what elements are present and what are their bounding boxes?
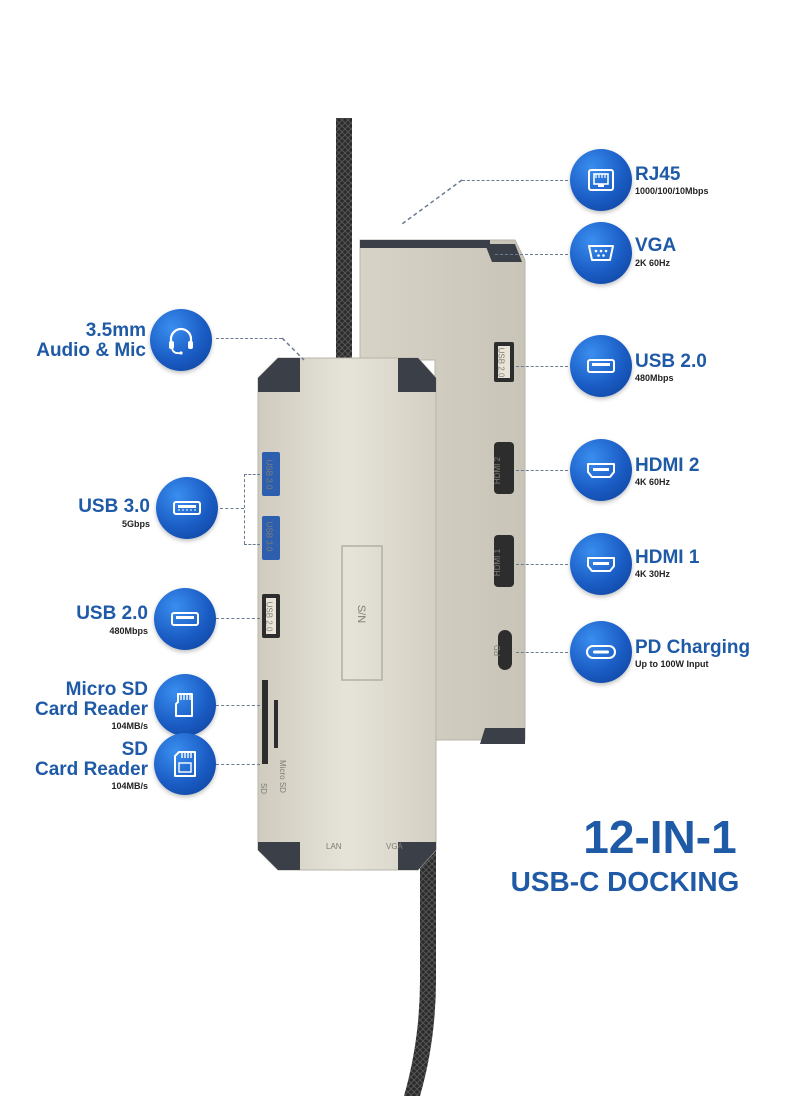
headline-line1: 12-IN-1 bbox=[583, 811, 737, 863]
marking-hdmi2: HDMI 2 bbox=[493, 456, 503, 485]
marking-sd: SD bbox=[259, 782, 269, 795]
label-audio-line2: Audio & Mic bbox=[36, 340, 146, 361]
leader-pd bbox=[516, 652, 568, 653]
leader-sd bbox=[216, 764, 260, 765]
headset-icon bbox=[169, 327, 193, 355]
leader-hdmi1 bbox=[516, 564, 568, 565]
marking-lan: LAN bbox=[326, 842, 342, 851]
label-rj45-title: RJ45 bbox=[635, 164, 681, 185]
label-sd-line2: Card Reader bbox=[35, 759, 148, 780]
leader-usb20-right bbox=[516, 366, 568, 367]
badge-hdmi2 bbox=[570, 439, 632, 501]
micro-sd-icon bbox=[175, 693, 193, 717]
marking-usb20-right: USB 2.0 bbox=[496, 347, 506, 378]
hdmi-icon bbox=[587, 463, 615, 478]
leader-usb30-mid bbox=[220, 508, 244, 509]
label-usb20-right-sub: 480Mbps bbox=[635, 373, 674, 383]
marking-sn: S/N bbox=[355, 604, 368, 624]
badge-hdmi1 bbox=[570, 533, 632, 595]
label-pd-title: PD Charging bbox=[635, 637, 751, 658]
usb-c-icon bbox=[586, 645, 616, 659]
front-module bbox=[257, 357, 437, 871]
marking-usb20-left: USB 2.0 bbox=[264, 601, 274, 632]
label-microsd-line2: Card Reader bbox=[35, 699, 148, 720]
label-vga-sub: 2K 60Hz bbox=[635, 258, 671, 268]
marking-vga: VGA bbox=[386, 842, 403, 851]
sd-card-icon bbox=[174, 751, 196, 777]
ethernet-icon bbox=[588, 169, 614, 191]
badge-vga bbox=[570, 222, 632, 284]
marking-microsd: Micro SD bbox=[277, 760, 287, 793]
badge-pd bbox=[570, 621, 632, 683]
label-usb30-sub: 5Gbps bbox=[121, 519, 150, 529]
leader-rj45 bbox=[462, 180, 568, 181]
label-hdmi2-title: HDMI 2 bbox=[635, 455, 700, 476]
label-usb30-title: USB 3.0 bbox=[78, 496, 150, 517]
badge-rj45 bbox=[570, 149, 632, 211]
vga-icon bbox=[588, 245, 614, 261]
marking-usb30-a: USB 3.0 bbox=[264, 459, 274, 490]
label-hdmi1-title: HDMI 1 bbox=[635, 547, 700, 568]
label-usb20-left-title: USB 2.0 bbox=[76, 603, 148, 624]
leader-audio bbox=[216, 338, 282, 339]
leader-hdmi2 bbox=[516, 470, 568, 471]
leader-vga bbox=[495, 254, 568, 255]
badge-sd bbox=[154, 733, 216, 795]
leader-audio-diag bbox=[281, 337, 305, 361]
cable-top bbox=[336, 118, 352, 358]
badge-usb30 bbox=[156, 477, 218, 539]
leader-rj45-diag bbox=[401, 179, 463, 225]
leader-usb30-b bbox=[244, 544, 260, 545]
marking-usb30-b: USB 3.0 bbox=[264, 521, 274, 552]
label-usb20-right-title: USB 2.0 bbox=[635, 351, 707, 372]
leader-usb30-a bbox=[244, 474, 260, 475]
label-sd-line1: SD bbox=[121, 739, 148, 760]
label-microsd-line1: Micro SD bbox=[65, 679, 148, 700]
label-microsd-sub: 104MB/s bbox=[111, 721, 148, 731]
label-rj45-sub: 1000/100/10Mbps bbox=[635, 186, 709, 196]
marking-hdmi1: HDMI 1 bbox=[493, 548, 503, 577]
label-hdmi2-sub: 4K 60Hz bbox=[635, 477, 671, 487]
headline-line2: USB-C DOCKING bbox=[510, 866, 740, 897]
leader-usb30-vert bbox=[244, 474, 245, 544]
label-pd-sub: Up to 100W Input bbox=[635, 659, 709, 669]
label-hdmi1-sub: 4K 30Hz bbox=[635, 569, 671, 579]
label-usb20-left-sub: 480Mbps bbox=[109, 626, 148, 636]
usb-icon bbox=[173, 501, 201, 515]
badge-microsd bbox=[154, 674, 216, 736]
leader-usb20-left bbox=[216, 618, 260, 619]
label-sd-sub: 104MB/s bbox=[111, 781, 148, 791]
label-audio-line1: 3.5mm bbox=[85, 320, 146, 341]
usb-icon bbox=[171, 612, 199, 626]
badge-usb20-left bbox=[154, 588, 216, 650]
back-module bbox=[359, 239, 526, 744]
label-vga-title: VGA bbox=[635, 235, 677, 256]
badge-usb20-right bbox=[570, 335, 632, 397]
marking-pd: PD bbox=[493, 644, 503, 657]
usb-icon bbox=[587, 359, 615, 373]
leader-microsd bbox=[216, 705, 260, 706]
badge-audio bbox=[150, 309, 212, 371]
hdmi-icon bbox=[587, 557, 615, 572]
